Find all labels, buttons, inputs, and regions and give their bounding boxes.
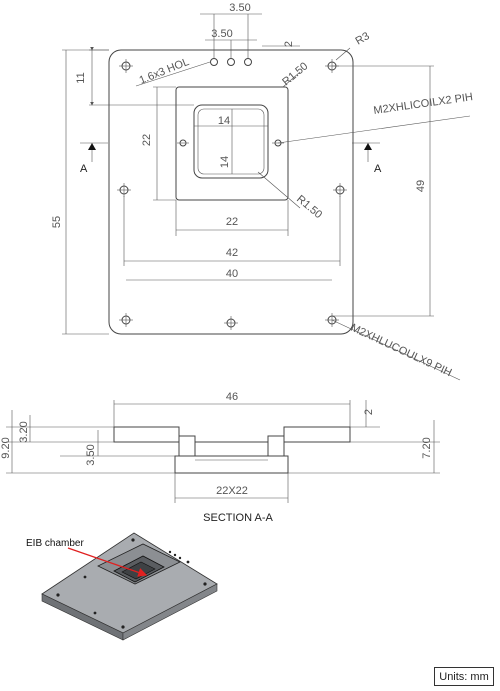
recess-outer <box>175 86 289 201</box>
section-title: SECTION A-A <box>203 512 273 524</box>
note-lower: M2XHLUCOULX9 PIH <box>349 322 454 379</box>
dim-r-inner-top: R1.50 <box>280 60 310 88</box>
note-upper: M2XHLICOILX2 PIH <box>373 91 474 117</box>
dim-width-42: 42 <box>226 247 238 259</box>
section-mark-left: A <box>80 163 88 175</box>
dim-corner-small: 2 <box>283 41 295 47</box>
dim-h-7-20: 7.20 <box>421 437 433 458</box>
section-mark-right: A <box>374 163 382 175</box>
dim-h-3-20: 3.20 <box>18 421 30 442</box>
dim-inner-14-v: 14 <box>219 156 231 168</box>
dim-inner-22-v: 22 <box>141 134 153 146</box>
top-view: 3.50 3.50 2 R3 1.6x3 HOL R1.50 11 14 14 … <box>51 2 474 381</box>
dim-top-2: 2 <box>363 409 375 415</box>
units-box: Units: mm <box>434 667 494 686</box>
mounting-holes <box>117 58 347 330</box>
chamber-inner <box>193 104 269 179</box>
dim-inner-22-h: 22 <box>226 216 238 228</box>
plate-outline <box>108 49 354 335</box>
dim-left-11: 11 <box>75 72 87 83</box>
units-label: Units: mm <box>439 670 489 683</box>
note-hole: 1.6x3 HOL <box>138 56 191 87</box>
eib-arrow <box>67 547 148 577</box>
eib-chamber-label: EIB chamber <box>26 538 84 549</box>
dim-height-55: 55 <box>51 216 63 228</box>
dim-h-3-50: 3.50 <box>85 444 97 465</box>
dim-inner-14-h: 14 <box>218 115 230 127</box>
dim-second-spacing: 3.50 <box>211 28 232 40</box>
dim-base-22x22: 22X22 <box>216 485 248 497</box>
dim-width-46: 46 <box>226 391 238 403</box>
iso-view: EIB chamber <box>26 532 218 641</box>
dim-width-40: 40 <box>226 268 238 280</box>
section-view: 46 2 9.20 3.20 3.50 7.20 22X22 SECTION A… <box>0 391 440 524</box>
dim-top-spacing: 3.50 <box>229 2 250 14</box>
dim-height-49: 49 <box>415 180 427 192</box>
dim-corner-radius: R3 <box>354 30 372 47</box>
dim-h-9-20: 9.20 <box>0 437 12 458</box>
